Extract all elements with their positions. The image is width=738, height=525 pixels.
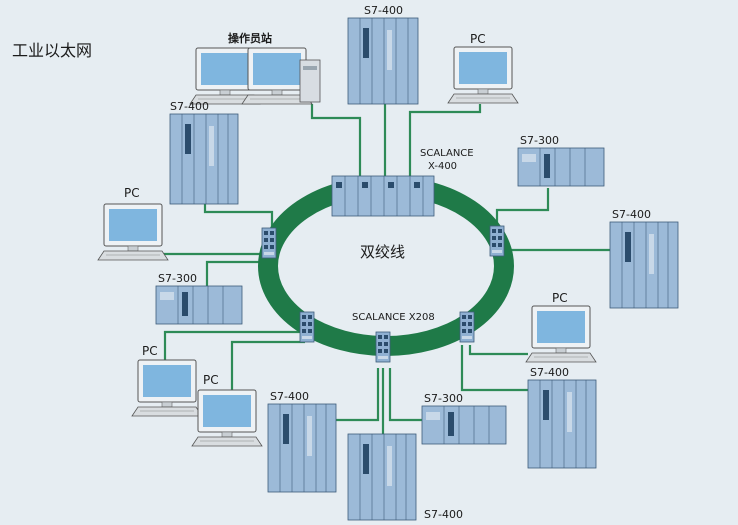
cable-s7-300-bottom	[388, 368, 422, 422]
switch-left	[261, 227, 277, 259]
s7-300-left-label: S7-300	[158, 272, 197, 285]
switch-bottom-left	[299, 311, 315, 343]
pc-left: PC	[97, 186, 169, 261]
plc-s7-400-bottom-right: S7-400	[527, 366, 597, 469]
s7-400-left-label: S7-400	[170, 100, 209, 113]
plc-s7-400-bottom: S7-400	[347, 433, 463, 521]
pc-right-label: PC	[552, 291, 568, 305]
plc-s7-300-left: S7-300	[155, 272, 243, 325]
cable-pc-top	[408, 104, 482, 178]
operator-station: 操作员站	[189, 31, 321, 105]
switch-bottom-right	[459, 311, 475, 343]
pc-right: PC	[525, 291, 597, 363]
s7-400-bottom-label: S7-400	[424, 508, 463, 521]
scalance-x400: SCALANCE X-400	[331, 148, 474, 217]
s7-400-bottom-left-label: S7-400	[270, 390, 309, 403]
cable-pc-bottom-left-1	[163, 330, 300, 360]
s7-300-bottom-label: S7-300	[424, 392, 463, 405]
pc-top: PC	[447, 32, 519, 104]
cable-operator-station	[310, 104, 362, 178]
pc-bottom-left-2: PC	[191, 373, 263, 447]
plc-s7-400-right: S7-400	[609, 208, 679, 309]
s7-400-bottom-right-label: S7-400	[530, 366, 569, 379]
cable-s7-400-bottom-left	[334, 368, 380, 422]
ring-center-label: 双绞线	[360, 243, 405, 261]
cable-s7-400-bottom-right	[460, 345, 528, 392]
cables	[160, 104, 610, 435]
pc-bottom-left-2-label: PC	[203, 373, 219, 387]
s7-300-right-label: S7-300	[520, 134, 559, 147]
s7-400-top-label: S7-400	[364, 4, 403, 17]
pc-left-label: PC	[124, 186, 140, 200]
operator-station-label: 操作员站	[228, 31, 272, 45]
plc-s7-400-bottom-left: S7-400	[267, 390, 337, 493]
page-title: 工业以太网	[12, 41, 92, 60]
scalance-x400-label-2: X-400	[428, 161, 457, 172]
pc-bottom-left-1: PC	[131, 344, 203, 417]
switch-right	[489, 225, 505, 257]
s7-400-right-label: S7-400	[612, 208, 651, 221]
cable-pc-right	[468, 345, 528, 356]
operator-station-tower	[299, 59, 321, 103]
cable-pc-bottom-left-2	[230, 340, 305, 392]
pc-bottom-left-1-label: PC	[142, 344, 158, 358]
cable-s7-300-right	[495, 188, 550, 230]
plc-s7-300-right: S7-300	[517, 134, 605, 187]
scalance-x208-label: SCALANCE X208	[352, 312, 435, 323]
plc-s7-300-bottom: S7-300	[421, 392, 507, 445]
switch-x208	[375, 331, 391, 363]
pc-top-label: PC	[470, 32, 486, 46]
plc-s7-400-top: S7-400	[347, 4, 419, 105]
scalance-x400-label-1: SCALANCE	[420, 148, 474, 159]
plc-s7-400-left: S7-400	[169, 100, 239, 205]
cable-s7-400-left	[203, 204, 274, 230]
